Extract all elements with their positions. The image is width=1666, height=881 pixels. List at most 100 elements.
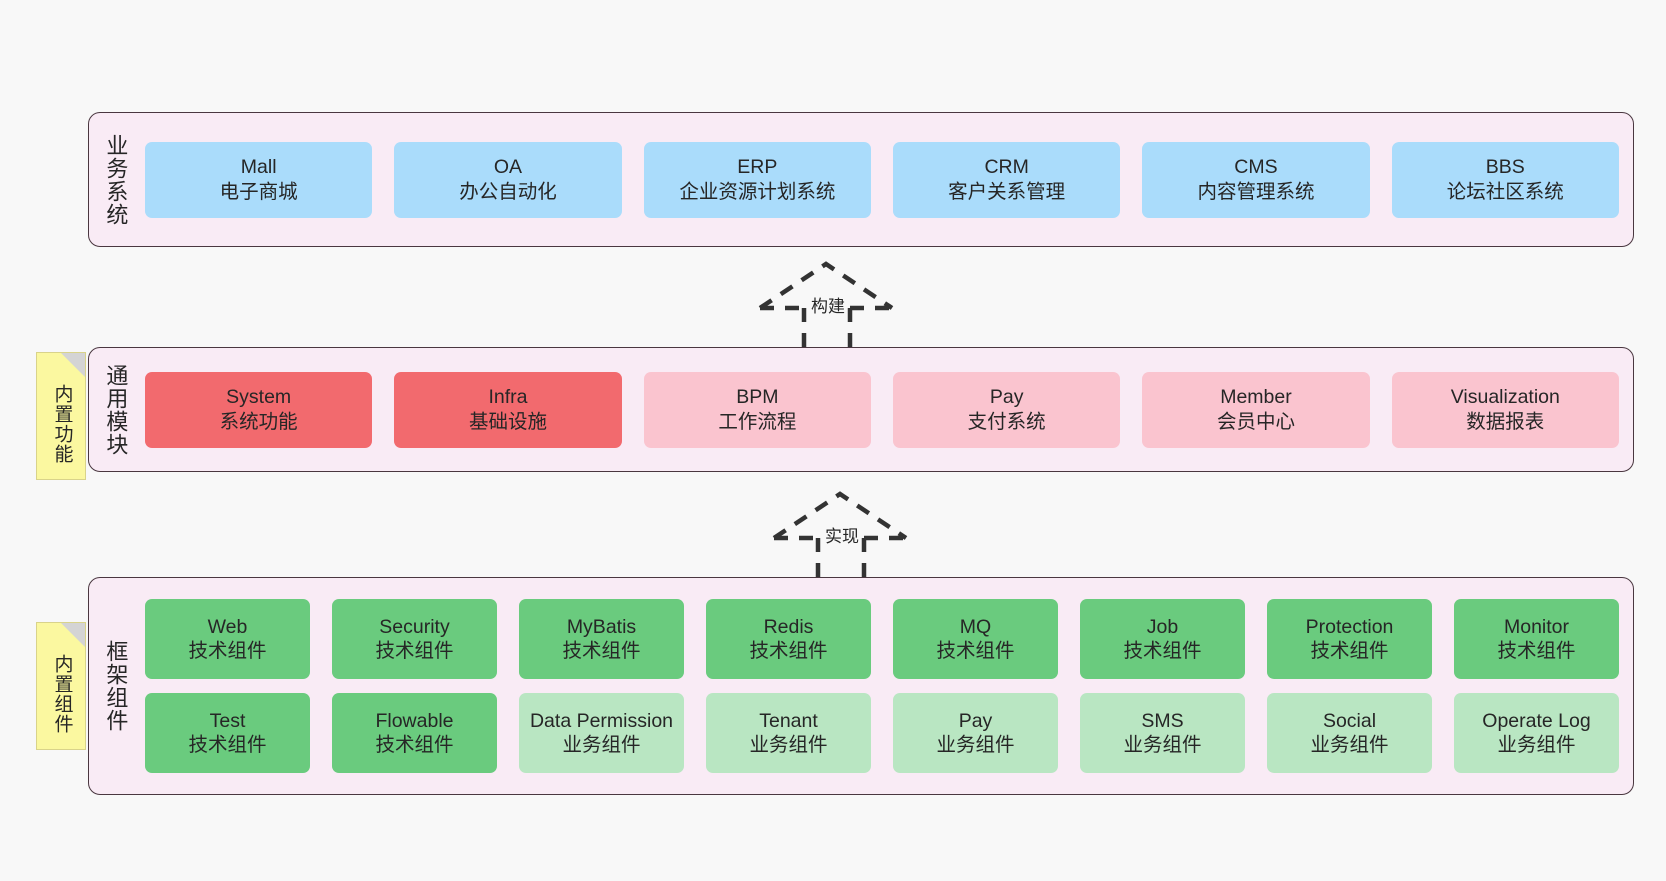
module-card-protection[interactable]: Protection 技术组件 [1267, 599, 1432, 679]
note-fold-corner-icon [61, 623, 85, 647]
note-builtin-component: 内置组件 [36, 622, 86, 750]
module-title: Operate Log [1482, 709, 1591, 732]
module-card-social[interactable]: Social 业务组件 [1267, 693, 1432, 773]
module-card-flowable[interactable]: Flowable 技术组件 [332, 693, 497, 773]
module-title: Pay [958, 709, 993, 732]
module-subtitle: 业务组件 [749, 734, 828, 756]
layer-label-common-module: 通用模块 [103, 363, 129, 456]
module-card-member[interactable]: Member 会员中心 [1142, 371, 1370, 448]
module-card-mybatis[interactable]: MyBatis 技术组件 [519, 599, 684, 679]
module-subtitle: 内容管理系统 [1197, 180, 1315, 203]
module-subtitle: 系统功能 [219, 410, 298, 433]
module-card-bbs[interactable]: BBS 论坛社区系统 [1391, 141, 1619, 218]
layer-common-module: 通用模块 System 系统功能 Infra 基础设施 BPM 工作流程 Pay… [88, 347, 1634, 472]
connector-realize: 实现 [752, 488, 932, 588]
module-subtitle: 技术组件 [936, 640, 1015, 662]
module-card-tenant[interactable]: Tenant 业务组件 [706, 693, 871, 773]
module-subtitle: 技术组件 [188, 640, 267, 662]
module-title: Pay [989, 386, 1024, 409]
module-subtitle: 数据报表 [1466, 410, 1545, 433]
module-subtitle: 会员中心 [1216, 410, 1295, 433]
module-card-crm[interactable]: CRM 客户关系管理 [892, 141, 1121, 218]
module-title: CRM [984, 156, 1029, 179]
module-card-pay-component[interactable]: Pay 业务组件 [893, 693, 1058, 773]
module-subtitle: 业务组件 [936, 734, 1015, 756]
module-title: Protection [1305, 615, 1394, 638]
module-card-visualization[interactable]: Visualization 数据报表 [1391, 371, 1619, 448]
module-card-test[interactable]: Test 技术组件 [145, 693, 310, 773]
module-title: Web [207, 615, 248, 638]
module-subtitle: 技术组件 [188, 734, 267, 756]
module-subtitle: 客户关系管理 [948, 180, 1066, 203]
module-card-mall[interactable]: Mall 电子商城 [145, 141, 373, 218]
module-title: Flowable [375, 709, 454, 732]
module-card-operate-log[interactable]: Operate Log 业务组件 [1454, 693, 1619, 773]
module-card-pay[interactable]: Pay 支付系统 [892, 371, 1121, 448]
module-subtitle: 支付系统 [967, 410, 1046, 433]
module-title: Mall [240, 156, 277, 179]
module-subtitle: 业务组件 [1497, 734, 1576, 756]
module-title: Data Permission [529, 709, 674, 732]
module-card-erp[interactable]: ERP 企业资源计划系统 [643, 141, 871, 218]
module-title: Tenant [759, 709, 818, 732]
note-fold-corner-icon [61, 353, 85, 377]
module-title: Job [1146, 615, 1179, 638]
module-card-web[interactable]: Web 技术组件 [145, 599, 310, 679]
module-card-security[interactable]: Security 技术组件 [332, 599, 497, 679]
layer-row: Web 技术组件 Security 技术组件 MyBatis 技术组件 Redi… [145, 599, 1619, 679]
module-card-job[interactable]: Job 技术组件 [1080, 599, 1245, 679]
layer-framework-component: 框架组件 Web 技术组件 Security 技术组件 MyBatis 技术组件… [88, 577, 1634, 795]
module-subtitle: 工作流程 [718, 410, 797, 433]
note-label: 内置组件 [51, 654, 73, 734]
module-title: Redis [763, 615, 814, 638]
module-card-system[interactable]: System 系统功能 [145, 371, 373, 448]
module-subtitle: 办公自动化 [459, 180, 557, 203]
module-title: BBS [1485, 156, 1525, 179]
module-subtitle: 技术组件 [1497, 640, 1576, 662]
module-card-mq[interactable]: MQ 技术组件 [893, 599, 1058, 679]
connector-label-build: 构建 [811, 297, 845, 316]
module-title: Infra [488, 386, 528, 409]
module-card-infra[interactable]: Infra 基础设施 [394, 371, 622, 448]
module-title: Visualization [1450, 386, 1560, 409]
module-title: OA [493, 156, 523, 179]
module-card-monitor[interactable]: Monitor 技术组件 [1454, 599, 1619, 679]
layer-body-business-system: Mall 电子商城 OA 办公自动化 ERP 企业资源计划系统 CRM 客户关系… [141, 113, 1633, 246]
module-subtitle: 技术组件 [749, 640, 828, 662]
module-title: ERP [737, 156, 778, 179]
layer-business-system: 业务系统 Mall 电子商城 OA 办公自动化 ERP 企业资源计划系统 CRM… [88, 112, 1634, 247]
module-title: Monitor [1503, 615, 1570, 638]
module-subtitle: 技术组件 [1123, 640, 1202, 662]
module-title: System [226, 386, 292, 409]
module-card-oa[interactable]: OA 办公自动化 [394, 141, 622, 218]
module-card-bpm[interactable]: BPM 工作流程 [643, 371, 871, 448]
module-title: Member [1220, 386, 1292, 409]
layer-body-framework-component: Web 技术组件 Security 技术组件 MyBatis 技术组件 Redi… [141, 578, 1633, 794]
note-label: 内置功能 [51, 384, 73, 464]
module-title: CMS [1234, 156, 1278, 179]
module-card-redis[interactable]: Redis 技术组件 [706, 599, 871, 679]
module-title: Social [1322, 709, 1377, 732]
layer-row: System 系统功能 Infra 基础设施 BPM 工作流程 Pay 支付系统… [145, 371, 1619, 448]
module-subtitle: 基础设施 [468, 410, 547, 433]
module-subtitle: 技术组件 [375, 734, 454, 756]
module-title: BPM [736, 386, 779, 409]
module-subtitle: 企业资源计划系统 [679, 180, 836, 203]
module-subtitle: 业务组件 [562, 734, 641, 756]
note-builtin-function: 内置功能 [36, 352, 86, 480]
module-card-sms[interactable]: SMS 业务组件 [1080, 693, 1245, 773]
connector-label-realize: 实现 [825, 527, 859, 546]
module-card-data-permission[interactable]: Data Permission 业务组件 [519, 693, 684, 773]
layer-body-common-module: System 系统功能 Infra 基础设施 BPM 工作流程 Pay 支付系统… [141, 348, 1633, 471]
module-title: SMS [1141, 709, 1184, 732]
connector-build: 构建 [738, 258, 918, 358]
module-title: Test [209, 709, 246, 732]
module-card-cms[interactable]: CMS 内容管理系统 [1142, 141, 1370, 218]
module-title: MyBatis [566, 615, 637, 638]
layer-row: Mall 电子商城 OA 办公自动化 ERP 企业资源计划系统 CRM 客户关系… [145, 141, 1619, 218]
module-subtitle: 技术组件 [375, 640, 454, 662]
module-subtitle: 论坛社区系统 [1446, 180, 1564, 203]
module-subtitle: 技术组件 [562, 640, 641, 662]
layer-label-framework-component: 框架组件 [103, 640, 129, 732]
